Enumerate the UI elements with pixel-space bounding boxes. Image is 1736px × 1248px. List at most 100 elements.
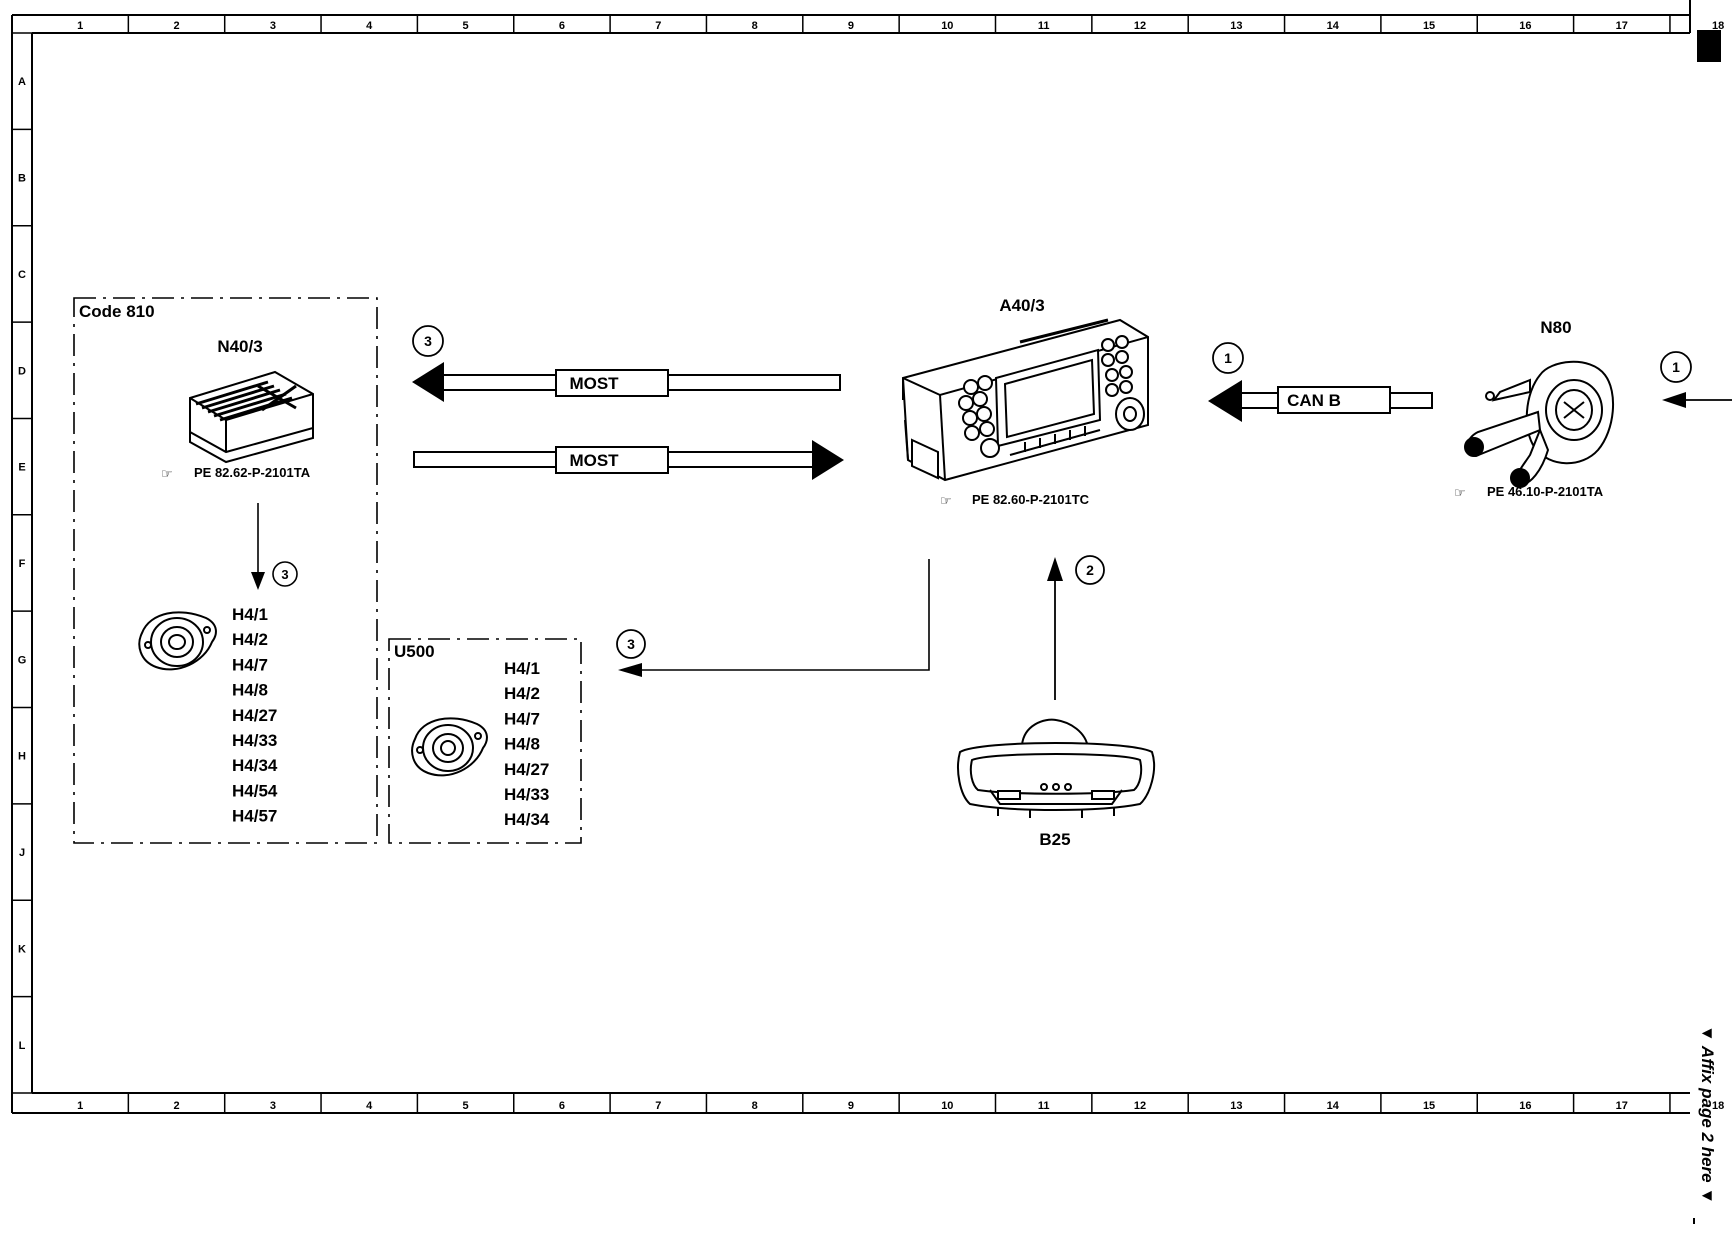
speaker-id: H4/1 — [232, 605, 268, 624]
n40-3-label: N40/3 — [217, 337, 262, 356]
marker-number: 3 — [627, 636, 635, 652]
most-label-bottom: MOST — [569, 451, 619, 470]
column-number: 9 — [848, 1100, 854, 1112]
column-number: 8 — [752, 1100, 758, 1112]
column-number: 9 — [848, 20, 854, 32]
marker-number: 2 — [1086, 562, 1094, 578]
column-number: 5 — [463, 20, 469, 32]
row-letter: L — [19, 1040, 26, 1052]
column-number: 13 — [1230, 20, 1242, 32]
reference-hand-icon: ☞ — [1454, 485, 1466, 500]
marker-number: 1 — [1224, 350, 1232, 366]
column-number: 7 — [655, 20, 661, 32]
column-number: 5 — [463, 1100, 469, 1112]
head-unit-icon — [901, 318, 1149, 482]
row-letter: C — [18, 269, 26, 281]
column-number: 10 — [941, 1100, 953, 1112]
marker-number: 3 — [281, 567, 288, 582]
speaker-id: H4/34 — [504, 810, 550, 829]
row-letter: J — [19, 847, 25, 859]
column-number: 1 — [77, 1100, 83, 1112]
rear-view-mirror-icon — [957, 718, 1156, 818]
steering-column-module-icon — [1464, 360, 1615, 488]
svg-text:PE 82.60-P-2101TC: PE 82.60-P-2101TC — [972, 492, 1090, 507]
b25-to-a40-line — [1047, 557, 1063, 700]
row-letter: D — [18, 365, 26, 377]
column-number: 3 — [270, 20, 276, 32]
a40-3-label: A40/3 — [999, 296, 1044, 315]
ref-n40-3: ☞ PE 82.62-P-2101TA — [161, 465, 311, 481]
speaker-id: H4/27 — [232, 706, 277, 725]
column-number: 17 — [1616, 20, 1628, 32]
reference-hand-icon: ☞ — [161, 466, 173, 481]
column-number: 8 — [752, 20, 758, 32]
column-number: 13 — [1230, 1100, 1242, 1112]
ref-n80: ☞ PE 46.10-P-2101TA — [1454, 484, 1604, 500]
row-letter: A — [18, 76, 26, 88]
speaker-id: H4/33 — [232, 731, 277, 750]
most-bus-bottom: MOST — [413, 440, 844, 480]
speaker-list-code810: H4/1H4/2H4/7H4/8H4/27H4/33H4/34H4/54H4/5… — [232, 605, 278, 826]
column-number: 6 — [559, 1100, 565, 1112]
amplifier-icon — [189, 370, 314, 464]
code810-group-box — [73, 297, 378, 844]
column-number: 6 — [559, 20, 565, 32]
marker-circle — [1075, 555, 1105, 585]
row-letter: K — [18, 943, 26, 955]
u500-group-box — [388, 638, 582, 844]
column-number: 3 — [270, 1100, 276, 1112]
column-number: 7 — [655, 1100, 661, 1112]
u500-title: U500 — [394, 642, 435, 661]
speaker-icon — [138, 611, 217, 671]
marker-number: 1 — [1672, 359, 1680, 375]
ref-a40-3: ☞ PE 82.60-P-2101TC — [940, 492, 1090, 508]
column-number: 4 — [366, 1100, 373, 1112]
speaker-id: H4/34 — [232, 756, 278, 775]
svg-text:PE 46.10-P-2101TA: PE 46.10-P-2101TA — [1487, 484, 1604, 499]
column-number: 4 — [366, 20, 373, 32]
speaker-id: H4/27 — [504, 760, 549, 779]
drawing-frame — [11, 0, 1691, 1114]
marker-circle — [1660, 351, 1692, 383]
speaker-id: H4/2 — [232, 630, 268, 649]
row-letter: E — [18, 462, 25, 474]
speaker-id: H4/1 — [504, 659, 540, 678]
column-number: 18 — [1712, 20, 1724, 32]
speaker-icon — [411, 717, 488, 777]
speaker-id: H4/7 — [232, 655, 268, 674]
column-number: 15 — [1423, 20, 1435, 32]
marker-circle — [1212, 342, 1244, 374]
column-number: 14 — [1327, 1100, 1340, 1112]
column-number: 10 — [941, 20, 953, 32]
svg-text:PE 82.62-P-2101TA: PE 82.62-P-2101TA — [194, 465, 311, 480]
b25-label: B25 — [1039, 830, 1070, 849]
marker-circle — [616, 629, 646, 659]
incoming-arrow-right — [1662, 392, 1732, 408]
frame-corner-block — [1697, 30, 1721, 62]
code810-title: Code 810 — [79, 302, 155, 321]
column-number: 14 — [1327, 20, 1340, 32]
row-letter: H — [18, 751, 26, 763]
column-number: 12 — [1134, 1100, 1146, 1112]
column-number: 11 — [1038, 1100, 1050, 1112]
column-number: 2 — [173, 20, 179, 32]
column-number: 1 — [77, 20, 83, 32]
a40-to-u500-line — [618, 559, 930, 677]
speaker-id: H4/57 — [232, 807, 277, 826]
can-b-bus: CAN B — [1208, 380, 1433, 422]
row-letter: B — [18, 173, 26, 185]
column-number: 16 — [1519, 1100, 1531, 1112]
speaker-id: H4/2 — [504, 684, 540, 703]
column-number: 12 — [1134, 20, 1146, 32]
most-label-top: MOST — [569, 374, 619, 393]
reference-hand-icon: ☞ — [940, 493, 952, 508]
most-bus-top: MOST — [412, 362, 841, 402]
speaker-id: H4/8 — [504, 735, 540, 754]
column-number: 15 — [1423, 1100, 1435, 1112]
speaker-id: H4/8 — [232, 681, 268, 700]
